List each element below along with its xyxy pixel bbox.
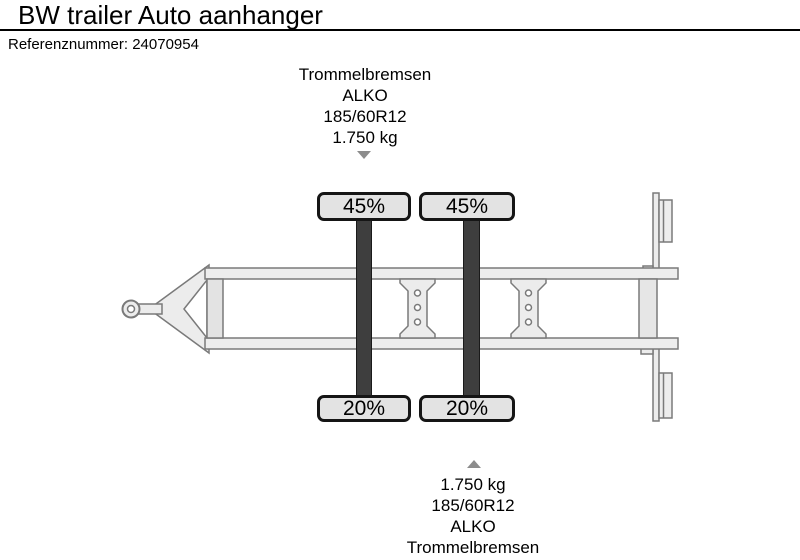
- rear-lamp-bottom: [658, 372, 673, 419]
- axle1-spec-tire-size: 185/60R12: [323, 107, 407, 126]
- axle1-spec-capacity: 1.750 kg: [332, 128, 398, 147]
- tire-wear-axle2-top: 45%: [419, 192, 515, 221]
- arrow-up-icon: [467, 460, 481, 468]
- axle1-spec-brand: ALKO: [342, 86, 388, 105]
- arrow-down-icon: [357, 151, 371, 159]
- axle2-spec-tire-size: 185/60R12: [431, 496, 515, 515]
- axle1-spec-brakes: Trommelbremsen: [298, 65, 432, 84]
- axle1-spec-block: Trommelbremsen ALKO 185/60R12 1.750 kg: [215, 64, 515, 148]
- title-divider: [0, 29, 800, 31]
- rear-crossmember: [638, 278, 658, 339]
- axle2-spec-brand: ALKO: [450, 517, 496, 536]
- tire-wear-axle2-bottom: 20%: [419, 395, 515, 422]
- front-crossmember: [206, 278, 224, 339]
- axle1-bar: [356, 206, 372, 412]
- frame-rail-bottom: [204, 337, 679, 350]
- frame-rail-top: [204, 267, 679, 280]
- gusset2-hole-2: [524, 303, 533, 312]
- rear-light-mast-bottom: [652, 346, 660, 422]
- axle2-spec-brakes: Trommelbremsen: [406, 538, 540, 557]
- gusset1-hole-2: [413, 303, 422, 312]
- tire-wear-axle1-bottom: 20%: [317, 395, 411, 422]
- reference-number: Referenznummer: 24070954: [8, 36, 199, 53]
- rear-lamp-top: [658, 199, 673, 243]
- axle2-spec-capacity: 1.750 kg: [440, 475, 506, 494]
- gusset1-hole-3: [413, 318, 422, 326]
- axle2-spec-block: 1.750 kg 185/60R12 ALKO Trommelbremsen: [323, 474, 623, 558]
- gusset2-hole-3: [524, 318, 533, 326]
- rear-light-mast-top: [652, 192, 660, 273]
- tire-wear-axle1-top: 45%: [317, 192, 411, 221]
- gusset1-hole-1: [413, 289, 422, 297]
- gusset2-hole-1: [524, 289, 533, 297]
- page-title: BW trailer Auto aanhanger: [18, 0, 323, 30]
- axle2-bar: [463, 206, 480, 412]
- hitch-ring-hole: [126, 304, 136, 314]
